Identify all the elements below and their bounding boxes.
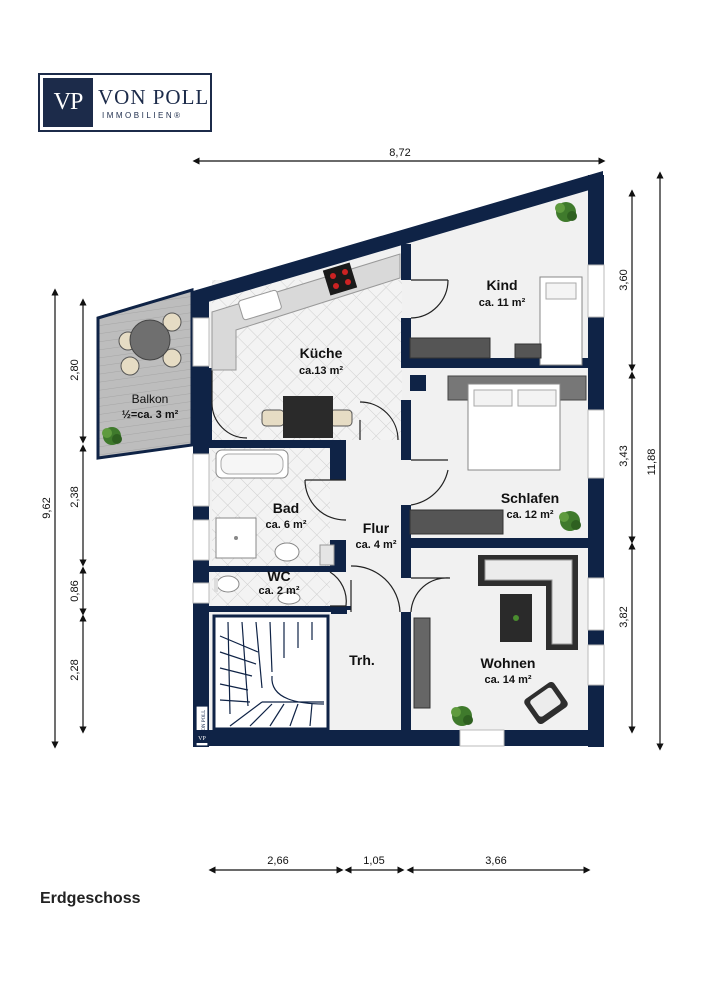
dim-bottom-right: 3,66 — [485, 855, 506, 867]
room-name-balkon: Balkon — [132, 392, 169, 406]
child-bed — [539, 276, 583, 366]
dim-left-treppe: 2,28 — [69, 659, 81, 680]
room-area-balkon: ½=ca. 3 m² — [122, 409, 179, 421]
room-name-treppe: Trh. — [349, 652, 375, 668]
dim-right-wohnen: 3,82 — [618, 606, 630, 627]
plant-icon — [102, 427, 122, 445]
plant-icon — [451, 706, 473, 726]
plan-watermark: VP VON POLL — [196, 710, 208, 743]
svg-text:VP: VP — [198, 736, 206, 742]
svg-text:VON POLL: VON POLL — [202, 710, 207, 735]
logo-mark: VP — [43, 78, 93, 127]
logo-subtitle: IMMOBILIEN® — [102, 111, 183, 120]
stove-icon — [322, 262, 358, 296]
room-name-kind: Kind — [486, 277, 517, 293]
logo-name: VON POLL — [98, 85, 210, 109]
toilet — [214, 575, 301, 605]
bathtub — [215, 449, 289, 479]
dim-bottom-mid: 1,05 — [363, 855, 384, 867]
balcony-table-set — [118, 312, 182, 376]
dim-left-balkon: 2,80 — [69, 359, 81, 380]
room-name-flur: Flur — [363, 520, 390, 536]
room-name-wohnen: Wohnen — [481, 655, 536, 671]
plant-icon — [559, 511, 581, 531]
dim-right-kind: 3,60 — [618, 269, 630, 290]
staircase — [195, 614, 330, 747]
armchair — [524, 681, 568, 725]
wardrobes-kind — [409, 337, 542, 359]
door-swings — [211, 279, 451, 613]
dim-left-wc: 0,86 — [69, 580, 81, 601]
dim-left-total: 9,62 — [41, 497, 53, 518]
dim-top-width: 8,72 — [389, 147, 410, 159]
interior-walls — [193, 244, 589, 732]
room-area-schlafen: ca. 12 m² — [506, 509, 553, 521]
double-bed — [447, 375, 587, 471]
dim-bottom-left: 2,66 — [267, 855, 288, 867]
shower-tray — [215, 517, 257, 559]
room-name-wc: WC — [267, 568, 290, 584]
dimension-lines — [51, 157, 664, 874]
dim-right-total: 11,88 — [646, 449, 658, 476]
dim-left-bad: 2,38 — [69, 486, 81, 507]
washbasin — [274, 542, 335, 566]
wardrobe-schlafen — [409, 509, 504, 535]
room-area-wohnen: ca. 14 m² — [484, 674, 531, 686]
tv-unit — [413, 617, 431, 709]
room-area-kueche: ca.13 m² — [299, 365, 343, 377]
plant-icon — [555, 202, 577, 222]
kitchen-counter — [211, 253, 401, 371]
room-area-bad: ca. 6 m² — [266, 519, 307, 531]
room-name-kueche: Küche — [300, 345, 343, 361]
coffee-table — [500, 594, 532, 642]
balcony — [96, 287, 194, 460]
floor-name: Erdgeschoss — [40, 890, 141, 907]
dim-right-schlafen: 3,43 — [618, 445, 630, 466]
room-area-flur: ca. 4 m² — [356, 539, 397, 551]
company-logo: VP VON POLL IMMOBILIEN® — [38, 73, 212, 132]
kitchen-table — [261, 396, 353, 438]
room-name-schlafen: Schlafen — [501, 490, 559, 506]
room-name-bad: Bad — [273, 500, 299, 516]
room-area-kind: ca. 11 m² — [479, 297, 526, 309]
windows — [192, 264, 605, 747]
sofa — [478, 555, 578, 650]
room-area-wc: ca. 2 m² — [259, 585, 300, 597]
